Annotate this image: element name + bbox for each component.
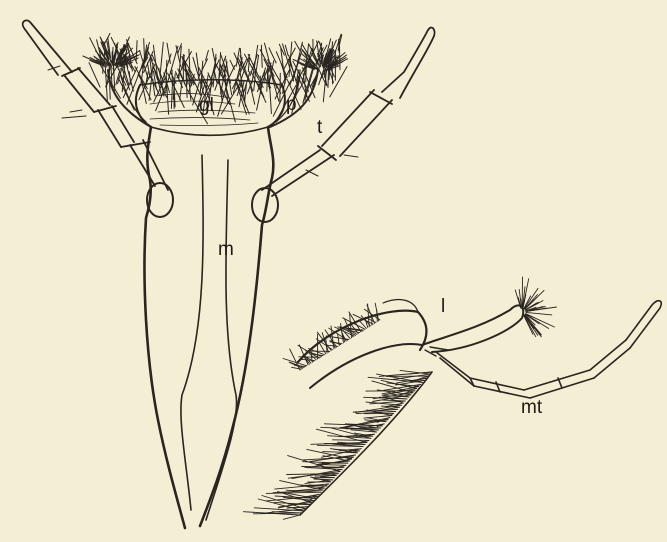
maxilla-midrib [300,372,432,515]
mentum-plate [145,127,274,528]
label-palp: t [317,118,322,137]
label-lobe: l [441,297,445,316]
maxilla-setae [243,277,556,519]
label-mentum: m [218,240,234,259]
labial-palp-right [252,28,435,222]
label-maxillary-palp: mt [521,398,542,417]
label-paraglossa: p [286,95,297,114]
label-glossa: gl [199,96,214,115]
maxilla [298,300,661,398]
